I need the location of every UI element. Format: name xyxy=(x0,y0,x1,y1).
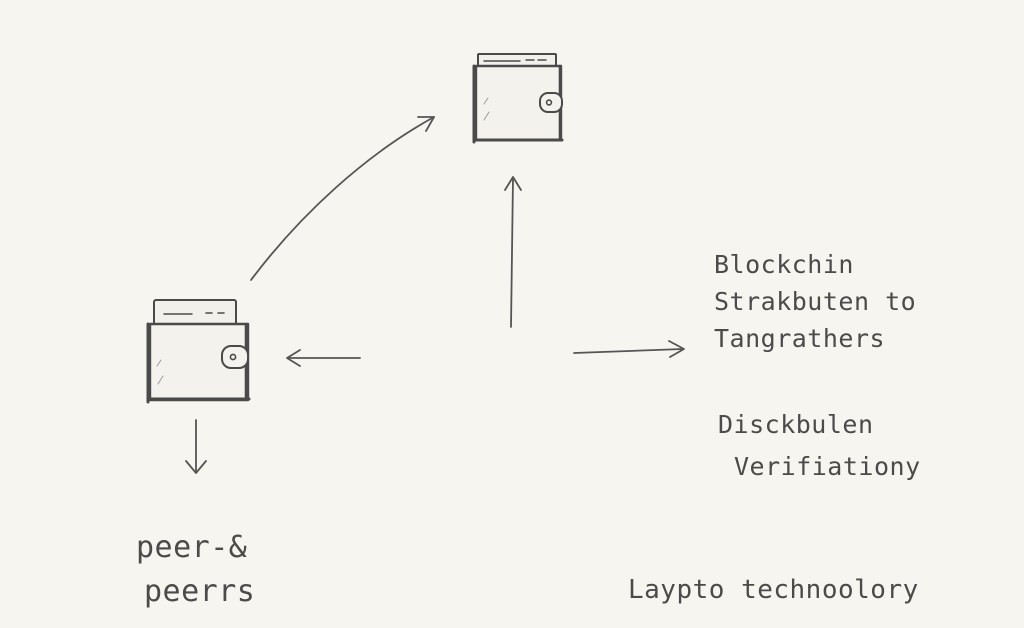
blockchain-label: Blockchin Strakbuten to Tangrathers xyxy=(714,246,916,357)
arrow-center-right-head xyxy=(668,340,685,358)
verification-label-line-2: Verifiationy xyxy=(734,452,921,481)
arrow-down-head xyxy=(185,460,207,474)
peer-label-line-1: peer-& xyxy=(136,530,248,565)
peer-label-line-2: peerrs xyxy=(144,574,256,609)
technology-label: Laypto technoolory xyxy=(628,575,919,605)
arrow-center-up xyxy=(510,177,514,328)
peer-label: peer-& peerrs xyxy=(136,526,255,614)
blockchain-label-line-2: Strakbuten to xyxy=(714,287,917,316)
arrow-center-right xyxy=(573,348,684,354)
arrow-left-to-top xyxy=(250,116,435,281)
top-wallet-icon xyxy=(472,53,564,144)
arrow-center-left-head xyxy=(286,349,301,367)
arrow-left-to-top-head xyxy=(417,116,435,132)
left-wallet-icon xyxy=(146,299,251,404)
blockchain-label-line-3: Tangrathers xyxy=(714,324,886,353)
arrow-center-up-head xyxy=(504,176,522,191)
verification-label-line-1: Disckbulen xyxy=(718,410,874,439)
verification-label: Disckbulen Verifiationy xyxy=(718,404,921,488)
blockchain-label-line-1: Blockchin xyxy=(714,250,854,279)
